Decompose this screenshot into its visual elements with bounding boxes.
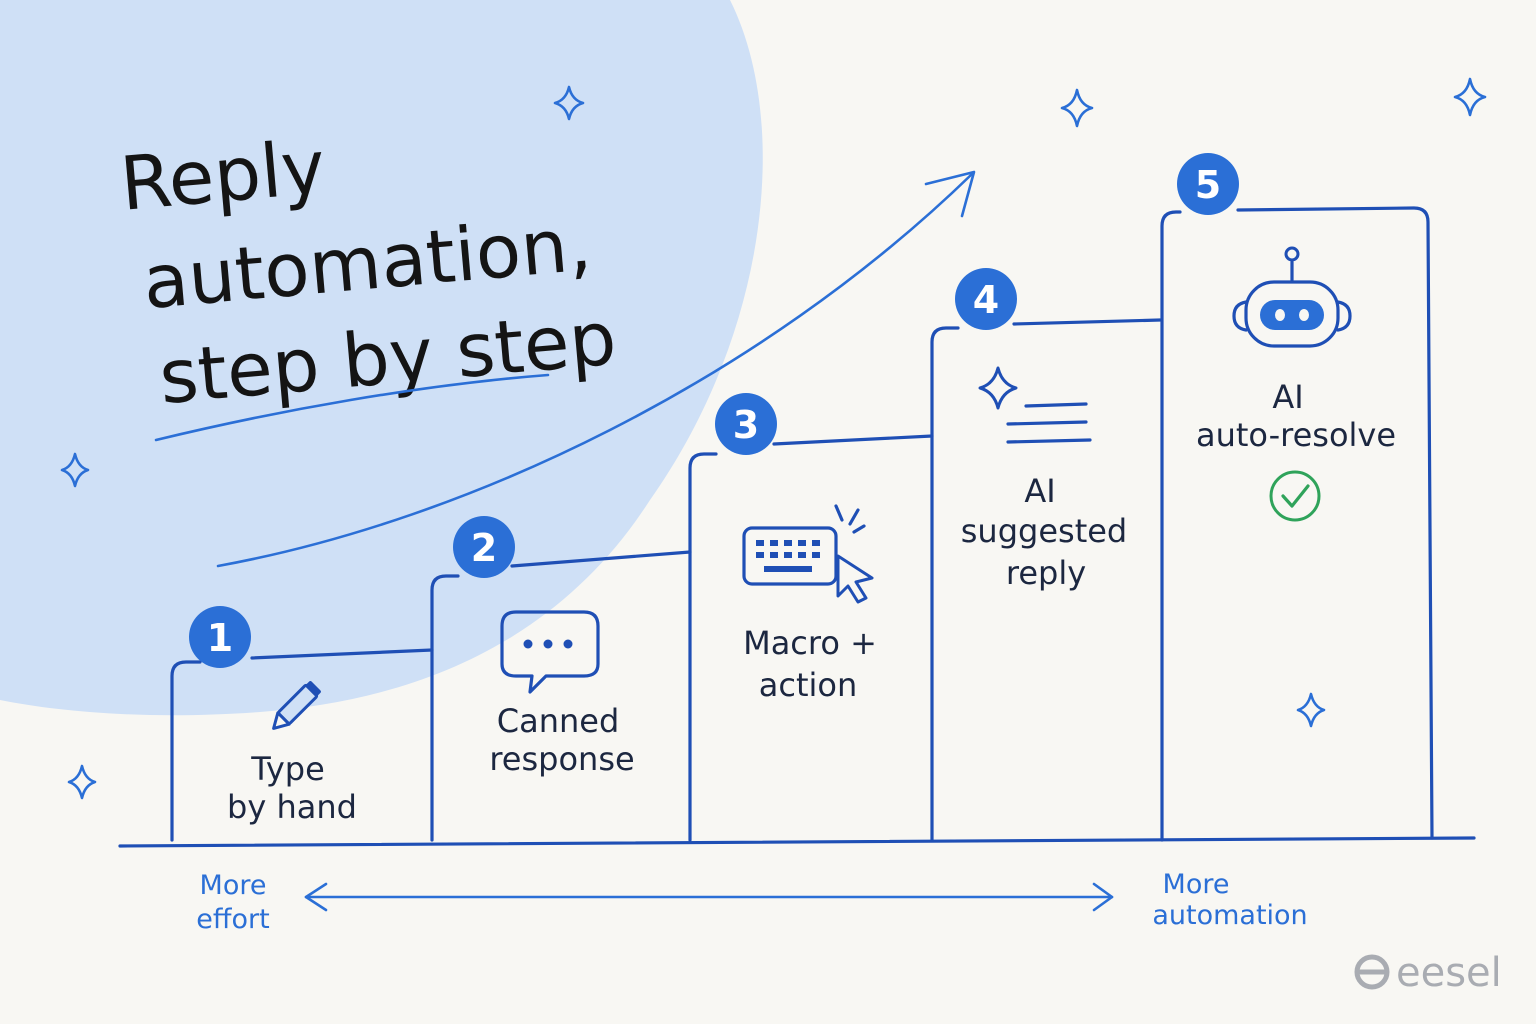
sparkle-icon xyxy=(67,764,97,800)
step-label: by hand xyxy=(227,788,357,826)
background-blob xyxy=(0,0,763,716)
sparkle-icon xyxy=(553,85,585,121)
axis-label-right: automation xyxy=(1152,900,1307,931)
sparkle-icon xyxy=(1453,77,1487,117)
step-label: Macro + xyxy=(743,624,877,662)
step-badge: 4 xyxy=(955,268,1017,330)
step-label: action xyxy=(759,666,858,704)
step-badge: 5 xyxy=(1177,153,1239,215)
step-label: auto-resolve xyxy=(1196,416,1396,454)
step-badge: 3 xyxy=(715,393,777,455)
step-label: response xyxy=(489,740,634,778)
step-number: 4 xyxy=(973,278,999,322)
growth-arrow xyxy=(216,172,974,568)
sparkle-icon xyxy=(1060,88,1094,128)
eesel-logo-icon xyxy=(1354,954,1390,990)
step-number: 3 xyxy=(733,403,759,447)
step-label: Canned xyxy=(497,702,620,740)
step-label: suggested xyxy=(961,512,1127,550)
axis-label-right: More xyxy=(1163,869,1230,900)
logo-text: eesel xyxy=(1396,950,1502,996)
title-underline xyxy=(154,373,550,442)
eesel-logo: eesel xyxy=(1354,950,1502,996)
title-line: Reply xyxy=(117,124,329,228)
step-number: 1 xyxy=(207,616,233,660)
sparkle-document-icon xyxy=(978,366,1092,444)
step-number: 5 xyxy=(1195,163,1221,207)
double-arrow xyxy=(304,882,1114,912)
sparkle-icon xyxy=(1296,692,1326,728)
staircase xyxy=(170,206,1434,842)
keyboard-cursor-icon xyxy=(742,504,874,604)
axis-label-left: effort xyxy=(196,904,269,935)
pencil-icon xyxy=(272,681,321,730)
baseline xyxy=(118,836,1476,848)
step-number: 2 xyxy=(471,526,497,570)
step-label: reply xyxy=(1006,554,1086,592)
chat-bubble-icon xyxy=(500,610,600,694)
sparkle-icon xyxy=(60,452,90,488)
step-badge: 1 xyxy=(189,606,251,668)
step-label: AI xyxy=(1272,378,1303,416)
step-label: Type xyxy=(250,750,325,788)
step-label: AI xyxy=(1024,472,1055,510)
axis-label-left: More xyxy=(200,870,267,901)
growth-arrow-head xyxy=(924,170,976,218)
check-circle-icon xyxy=(1269,470,1321,522)
step-badge: 2 xyxy=(453,516,515,578)
robot-icon xyxy=(1232,246,1352,348)
